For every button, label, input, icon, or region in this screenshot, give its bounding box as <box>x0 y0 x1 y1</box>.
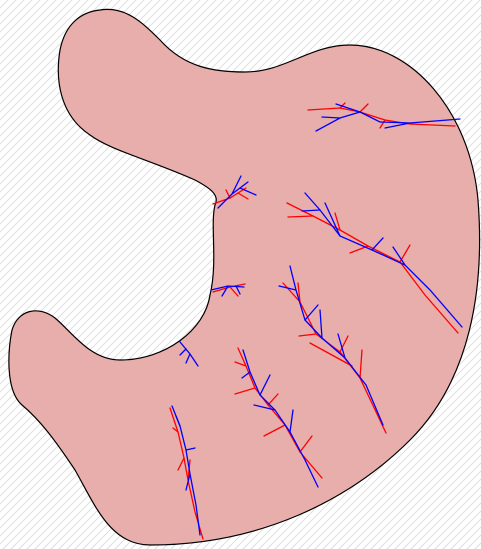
figure-canvas <box>0 0 481 549</box>
organ-vessel-diagram <box>0 0 481 549</box>
